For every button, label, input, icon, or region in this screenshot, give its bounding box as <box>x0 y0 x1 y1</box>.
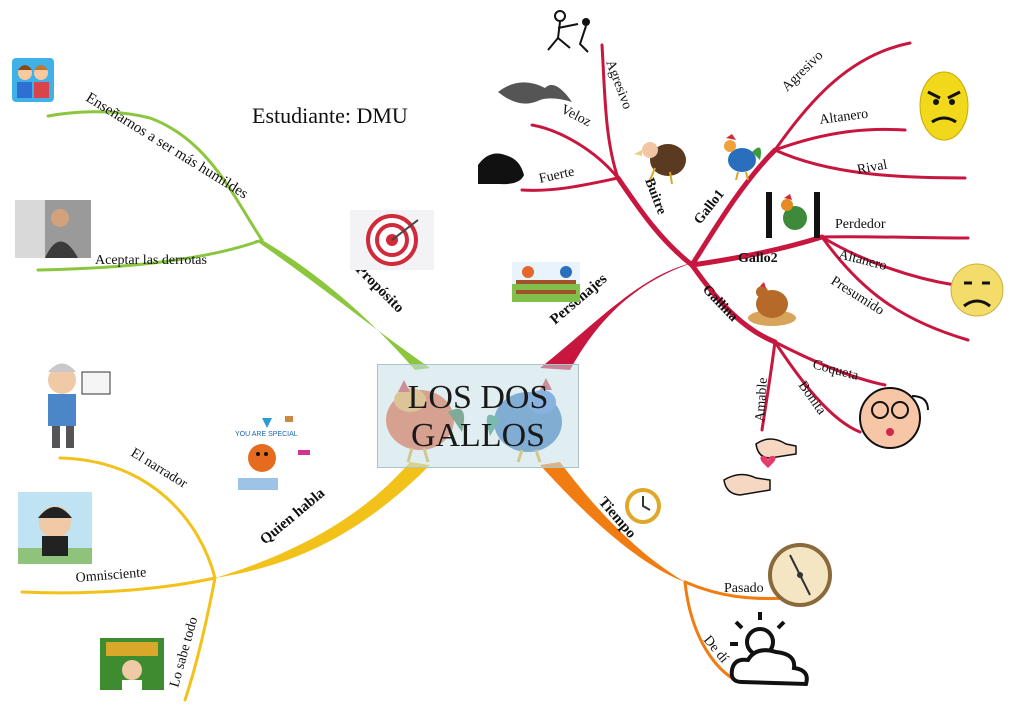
sad-face-icon <box>950 263 1004 317</box>
vulture-icon <box>634 142 686 185</box>
branch-proposito <box>255 240 430 370</box>
label-gallo2-altanero: Altanero <box>837 247 888 274</box>
label-omnisciente: Omnisciente <box>75 565 147 586</box>
label-gallo1-altanero: Altanero <box>819 107 870 128</box>
rooster-icon <box>724 134 761 181</box>
fighter-icon <box>547 10 590 53</box>
bird-icon <box>498 82 572 104</box>
kid-star-icon <box>100 638 164 690</box>
fighting-rooster-icon <box>766 192 820 238</box>
proposito-lines <box>36 110 264 272</box>
hands-heart-icon <box>723 438 797 496</box>
branch-tiempo <box>540 462 685 582</box>
label-gallo1-agresivo: Agresivo <box>779 48 826 95</box>
label-gallo2: Gallo2 <box>738 251 778 266</box>
compass-icon <box>768 543 832 607</box>
label-buitre: Buitre <box>641 176 669 217</box>
label-gallina: Gallina <box>699 282 740 324</box>
svg-text:YOU ARE SPECIAL: YOU ARE SPECIAL <box>235 431 298 438</box>
label-bonita: Bonita <box>795 379 829 419</box>
central-topic: LOS DOS GALLOS <box>377 364 579 468</box>
label-amable: Amable <box>753 377 771 422</box>
branch-personajes <box>540 262 695 370</box>
narrator-icon <box>18 492 92 564</box>
people-icon: YOU ARE SPECIAL <box>235 416 310 490</box>
sun-cloud-icon <box>729 612 809 687</box>
label-pasado: Pasado <box>724 581 764 596</box>
student-label: Estudiante: DMU <box>252 103 408 128</box>
arm-icon <box>478 153 524 185</box>
label-sabe-todo: Lo sabe todo <box>167 615 201 689</box>
thinking-man-icon <box>15 200 91 258</box>
kids-icon <box>12 58 54 102</box>
label-ensenarnos: Enseñarnos a ser más humildes <box>83 90 251 203</box>
label-fuerte: Fuerte <box>538 164 576 186</box>
label-veloz: Veloz <box>558 102 593 130</box>
hen-icon <box>748 282 796 326</box>
angry-face-icon <box>919 71 969 141</box>
label-rival: Rival <box>856 158 889 178</box>
quien-habla-lines <box>20 456 217 702</box>
branch-quien-habla <box>215 462 430 578</box>
roosters-fence-icon <box>512 262 580 302</box>
tiempo-lines <box>683 580 792 682</box>
baby-face-icon <box>859 387 929 449</box>
label-narrador: El narrador <box>128 446 190 492</box>
label-buitre-agresivo: Agresivo <box>602 58 634 111</box>
label-aceptar: Aceptar las derrotas <box>95 253 207 268</box>
target-icon <box>350 210 434 270</box>
central-title: LOS DOS GALLOS <box>407 379 549 454</box>
teacher-icon <box>48 363 111 448</box>
clock-icon <box>625 488 661 524</box>
label-perdedor: Perdedor <box>835 217 886 232</box>
label-coqueta: Coqueta <box>811 357 861 384</box>
personajes-lines <box>520 41 970 434</box>
